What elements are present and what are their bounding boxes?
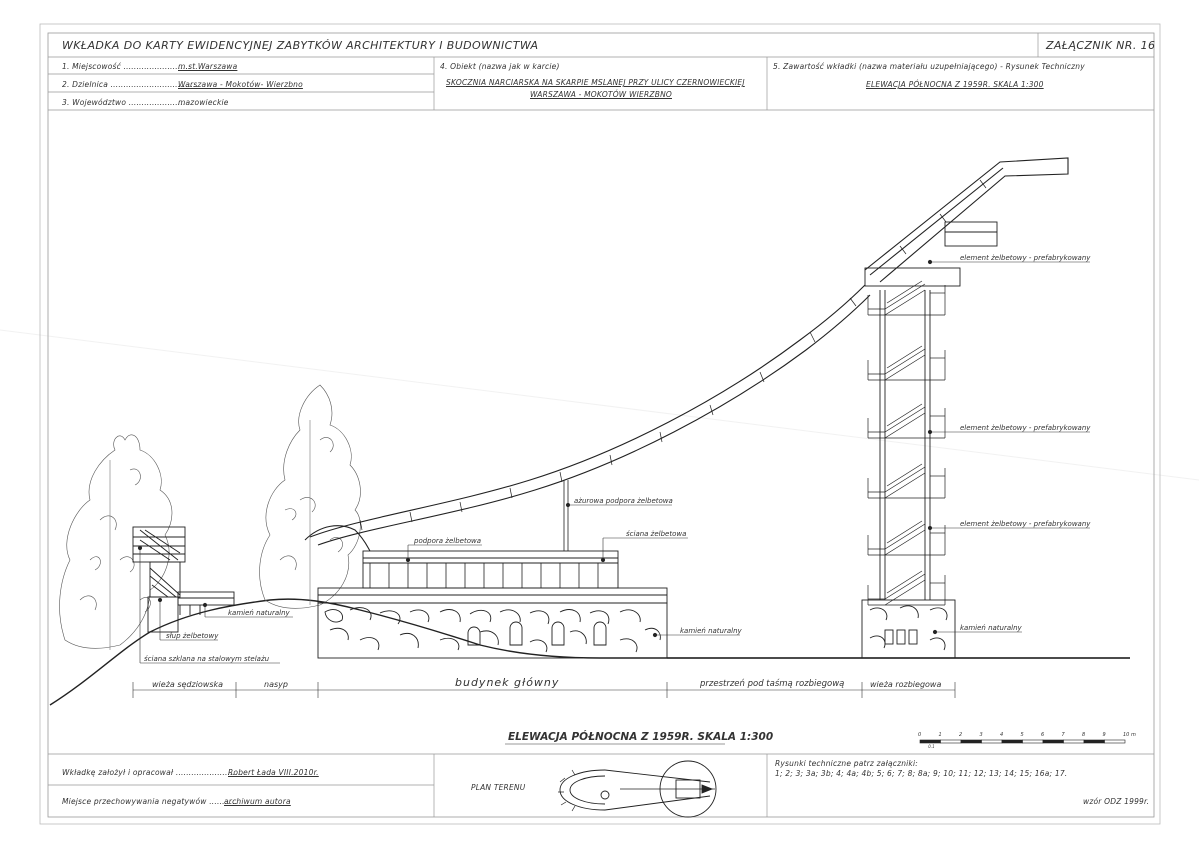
- scale-bar-tick-label: 3: [980, 732, 983, 738]
- scale-bar-tick-label: 9: [1103, 732, 1106, 738]
- inner-frame: [47, 32, 1155, 818]
- main-building: [317, 550, 668, 659]
- object-name-line1: SKOCZNIA NARCIARSKA NA SKARPIE MSLANEJ P…: [446, 78, 745, 87]
- header-grid: [48, 33, 1154, 111]
- zone-embankment: nasyp: [264, 680, 288, 689]
- scale-bar-tick-label: 0.1: [928, 744, 934, 749]
- scale-bar-segment: [1083, 739, 1105, 744]
- zone-judges-tower: wieża sędziowska: [152, 680, 224, 689]
- scale-bar-segment: [1063, 739, 1085, 744]
- annotation-leaders: [137, 259, 1090, 664]
- locality-value: m.st.Warszawa: [178, 62, 238, 71]
- zone-inrun-tower: wieża rozbiegowa: [870, 680, 942, 689]
- negatives-label: Miejsce przechowywania negatywów .......…: [62, 797, 238, 806]
- object-label: 4. Obiekt (nazwa jak w karcie): [440, 62, 560, 71]
- scale-bar-tick-label: 5: [1021, 732, 1024, 738]
- voivodeship-label: 3. Województwo ......................: [62, 98, 186, 107]
- scale-bar-tick-label: 6: [1041, 732, 1044, 738]
- drawing-caption: ELEWACJA PÓŁNOCNA Z 1959R. SKALA 1:300: [508, 731, 774, 743]
- openwork-support: [563, 480, 569, 551]
- object-name-line2: WARSZAWA - MOKOTÓW WIERZBNO: [530, 90, 672, 99]
- inrun-ramp-segments: [359, 179, 987, 531]
- scan-fold-line: [0, 329, 1199, 481]
- scale-bar-tick-label: 1: [939, 732, 942, 738]
- zone-main-building: budynek główny: [455, 676, 560, 689]
- author-label: Wkładkę założył i opracował ............…: [62, 768, 244, 777]
- footer-grid: [48, 753, 1154, 817]
- form-reference: wzór ODZ 1999r.: [1083, 797, 1150, 806]
- drawings-list: 1; 2; 3; 3a; 3b; 4; 4a; 4b; 5; 6; 7; 8; …: [775, 769, 1068, 778]
- author-value: Robert Łada VIII.2010r.: [228, 768, 319, 777]
- judges-tower: [132, 526, 235, 633]
- drawings-label: Rysunki techniczne patrz załączniki:: [775, 759, 918, 768]
- scale-bar-tick-label: 4: [1000, 732, 1003, 738]
- site-plan-label: PLAN TERENU: [471, 783, 526, 792]
- label-concrete-column: słup żelbetowy: [166, 632, 219, 640]
- scale-bar-segment: [960, 739, 982, 744]
- locality-label: 1. Miejscowość .........................…: [62, 62, 191, 71]
- annex-number: ZAŁĄCZNIK NR. 16: [1046, 39, 1156, 52]
- voivodeship-value: mazowieckie: [178, 98, 229, 107]
- scale-bar-segment: [1104, 739, 1126, 744]
- label-precast-element-low: element żelbetowy - prefabrykowany: [960, 520, 1091, 528]
- negatives-value: archiwum autora: [224, 797, 291, 806]
- label-judge-stone: kamień naturalny: [228, 609, 290, 617]
- pavilion-columns: [369, 563, 599, 588]
- scale-bar-tick-label: 10 m: [1123, 732, 1136, 738]
- district-value: Warszawa - Mokotów- Wierzbno: [178, 80, 303, 89]
- label-openwork-support: ażurowa podpora żelbetowa: [574, 497, 673, 505]
- scale-bar-segment: [1001, 739, 1023, 744]
- label-tower-stone: kamień naturalny: [960, 624, 1022, 632]
- tree-middle: [259, 384, 361, 609]
- scale-bar-tick-label: 2: [959, 732, 962, 738]
- label-precast-element-top: element żelbetowy - prefabrykowany: [960, 254, 1091, 262]
- scale-bar-tick-label: 0: [918, 732, 921, 738]
- content-value: ELEWACJA PÓŁNOCNA Z 1959R. SKALA 1:300: [866, 80, 1044, 89]
- district-label: 2. Dzielnica ...........................…: [62, 80, 199, 89]
- scale-bar-segment: [1022, 739, 1044, 744]
- label-concrete-support: podpora żelbetowa: [414, 537, 482, 545]
- scale-bar-segment: [940, 739, 962, 744]
- label-concrete-wall: ściana żelbetowa: [626, 530, 687, 538]
- inrun-tower: [861, 221, 998, 659]
- sheet-title: WKŁADKA DO KARTY EWIDENCYJNEJ ZABYTKÓW A…: [62, 39, 539, 52]
- label-main-stone: kamień naturalny: [680, 627, 742, 635]
- outer-frame: [39, 23, 1161, 825]
- label-glass-wall: ściana szklana na stalowym stelażu: [144, 655, 270, 663]
- site-plan: [558, 760, 717, 818]
- inrun-ramp: [304, 157, 1069, 552]
- label-precast-element-mid: element żelbetowy - prefabrykowany: [960, 424, 1091, 432]
- scale-bar-segment: [919, 739, 941, 744]
- terrain: [49, 598, 1130, 706]
- zone-under-inrun: przestrzeń pod taśmą rozbiegową: [700, 679, 845, 689]
- scale-bar: 0 0.1 1 2 3 4 5 6 7 8 9 10 m: [918, 732, 1136, 749]
- zone-dimension-line: [132, 682, 956, 698]
- scale-bar-segment: [1042, 739, 1064, 744]
- tower-stair-flights: [867, 280, 946, 606]
- scale-bar-tick-label: 7: [1062, 732, 1066, 738]
- scale-bar-segment: [981, 739, 1003, 744]
- content-label: 5. Zawartość wkładki (nazwa materiału uz…: [773, 62, 1085, 71]
- scale-bar-tick-label: 8: [1082, 732, 1085, 738]
